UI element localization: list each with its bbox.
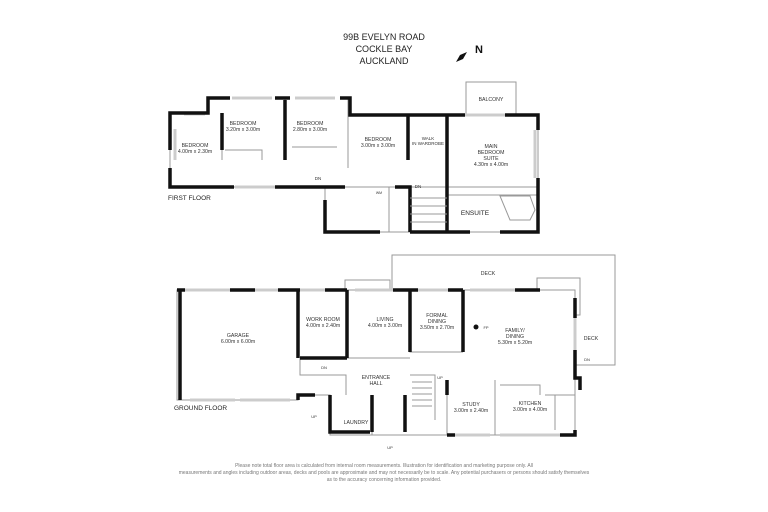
family-dining-size: 5.30m x 5.20m: [498, 340, 532, 346]
stair-up-mark: UP: [437, 375, 443, 380]
ground-floor-plan: GARAGE 6.00m x 6.00m WORK ROOM 4.00m x 2…: [174, 254, 616, 450]
deck-outline: [344, 254, 616, 366]
main-bedroom-label-1: MAIN: [485, 144, 498, 150]
entrance-hall-label-2: HALL: [370, 381, 383, 387]
washing-machine-mark: WM: [376, 191, 382, 195]
kitchen-size: 3.00m x 4.00m: [513, 407, 547, 413]
deck-right-label: DECK: [584, 336, 599, 342]
walk-in-wardrobe-label-1: WALK: [422, 136, 435, 141]
ground-floor-label: GROUND FLOOR: [174, 405, 227, 412]
room-bedroom-3-name: BEDROOM: [297, 121, 324, 127]
main-bedroom-label-2: BEDROOM: [478, 150, 505, 156]
main-bedroom-label-3: SUITE: [483, 156, 499, 162]
study-name: STUDY: [462, 402, 480, 408]
stair-up-mark: UP: [387, 445, 393, 450]
windows: [185, 288, 577, 437]
room-bedroom-2-size: 3.20m x 3.00m: [226, 127, 260, 133]
family-dining-label-2: DINING: [506, 334, 524, 340]
address-line-1: 99B EVELYN ROAD: [343, 32, 425, 42]
deck-top-label: DECK: [481, 271, 496, 277]
interior-walls: [176, 289, 576, 436]
disclaimer-line-3: as to the accuracy concerning informatio…: [327, 477, 442, 483]
entrance-hall-label-1: ENTRANCE: [362, 375, 391, 381]
garage-name: GARAGE: [227, 333, 250, 339]
stairs-and-kitchen-fixtures: [412, 381, 575, 430]
room-bedroom-3-size: 2.80m x 3.00m: [293, 127, 327, 133]
address-line-3: AUCKLAND: [359, 56, 409, 66]
formal-dining-label-2: DINING: [428, 319, 446, 325]
work-room-size: 4.00m x 2.40m: [306, 323, 340, 329]
fireplace-mark: FP: [483, 325, 488, 330]
living-size: 4.00m x 3.00m: [368, 323, 402, 329]
north-label: N: [475, 44, 483, 56]
room-bedroom-1-size: 4.00m x 2.30m: [178, 149, 212, 155]
work-room-name: WORK ROOM: [306, 317, 340, 323]
stair-down-mark: DN: [415, 184, 422, 189]
room-bedroom-1-name: BEDROOM: [182, 143, 209, 149]
ensuite-label: ENSUITE: [461, 210, 490, 217]
room-bedroom-2-name: BEDROOM: [230, 121, 257, 127]
first-floor-label: FIRST FLOOR: [168, 195, 211, 202]
garage-size: 6.00m x 6.00m: [221, 339, 255, 345]
living-name: LIVING: [376, 317, 393, 323]
kitchen-name: KITCHEN: [519, 401, 542, 407]
fireplace-icon: [473, 324, 479, 330]
formal-dining-label-1: FORMAL: [426, 313, 448, 319]
laundry-label: LAUNDRY: [344, 420, 369, 426]
room-bedroom-4-name: BEDROOM: [365, 137, 392, 143]
stair-down-mark: DN: [584, 357, 590, 362]
first-floor-plan: BEDROOM 4.00m x 2.30m BEDROOM 3.20m x 3.…: [168, 81, 540, 234]
stair-down-mark: DN: [321, 365, 327, 370]
balcony-label: BALCONY: [479, 97, 504, 103]
main-bedroom-size: 4.30m x 4.00m: [474, 162, 508, 168]
exterior-walls: [177, 288, 582, 437]
family-dining-label-1: FAMILY/: [505, 328, 525, 334]
stair-down-mark: DN: [315, 176, 322, 181]
room-bedroom-4-size: 3.00m x 3.00m: [361, 143, 395, 149]
study-size: 3.00m x 2.40m: [454, 408, 488, 414]
formal-dining-size: 3.50m x 2.70m: [420, 325, 454, 331]
stairs-and-fixtures: [225, 146, 536, 223]
disclaimer-line-1: Please note total floor area is calculat…: [235, 463, 533, 469]
stair-up-mark: UP: [311, 414, 317, 419]
walk-in-wardrobe-label-2: IN WARDROBE: [412, 141, 444, 146]
address-line-2: COCKLE BAY: [356, 44, 413, 54]
north-arrow-icon: [456, 52, 467, 62]
disclaimer-line-2: measurements and angles including outdoo…: [179, 470, 590, 476]
exterior-walls: [168, 96, 540, 234]
